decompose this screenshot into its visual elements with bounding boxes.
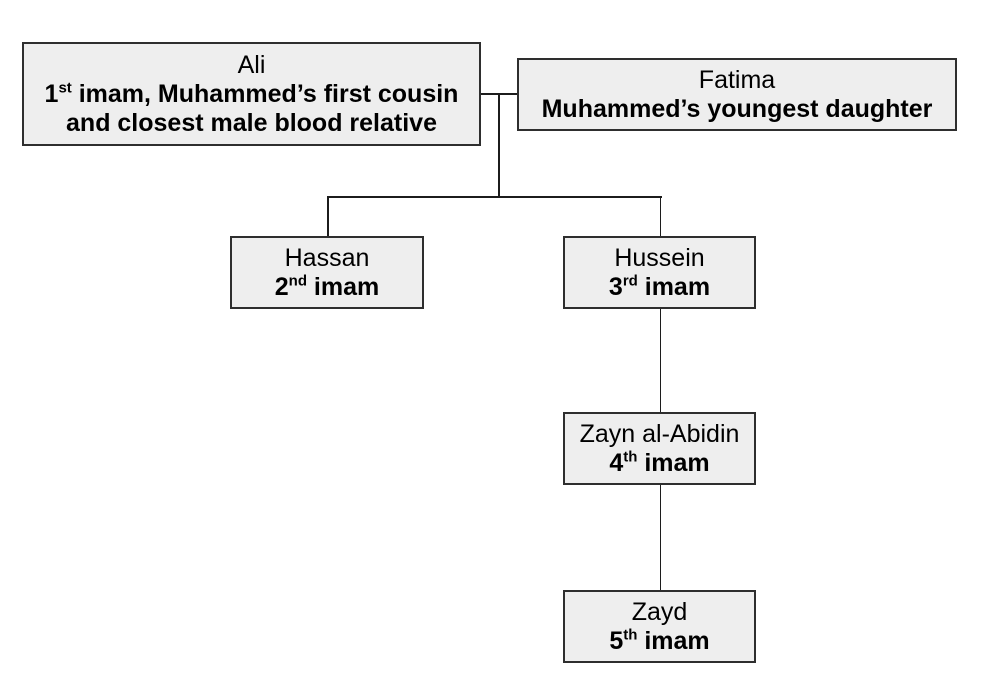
connector-marriage-drop	[498, 93, 500, 197]
role-text: imam	[637, 272, 711, 301]
role-text: imam	[637, 448, 710, 477]
ordinal: 4	[609, 448, 624, 477]
node-fatima: Fatima Muhammed’s youngest daughter	[517, 58, 957, 131]
person-role: 4th imam	[609, 449, 709, 478]
person-role: 2nd imam	[275, 273, 380, 302]
ordinal-suffix: th	[623, 626, 638, 644]
ordinal: 1	[44, 79, 59, 108]
person-name: Hassan	[284, 243, 370, 272]
person-name: Zayd	[631, 597, 688, 626]
ordinal: 2	[274, 272, 289, 301]
person-name: Zayn al-Abidin	[579, 419, 740, 448]
node-ali: Ali 1st imam, Muhammed’s first cousin an…	[22, 42, 481, 146]
person-role: 5th imam	[609, 627, 709, 656]
person-role: Muhammed’s youngest daughter	[542, 95, 933, 124]
ordinal-suffix: nd	[288, 272, 307, 290]
person-role: 1st imam, Muhammed’s first cousin	[45, 80, 459, 109]
person-name: Ali	[237, 50, 266, 79]
ordinal-suffix: th	[623, 448, 638, 466]
node-zayd: Zayd 5th imam	[563, 590, 756, 663]
person-role-line2: and closest male blood relative	[66, 108, 437, 137]
node-zayn-al-abidin: Zayn al-Abidin 4th imam	[563, 412, 756, 485]
person-name: Hussein	[614, 243, 705, 272]
person-name: Fatima	[698, 65, 776, 94]
role-text: imam	[306, 272, 380, 301]
connector-hussein-zayn	[659, 308, 661, 413]
role-text: imam, Muhammed’s first cousin	[71, 79, 459, 108]
ordinal: 3	[608, 272, 623, 301]
ordinal: 5	[609, 626, 624, 655]
node-hassan: Hassan 2nd imam	[230, 236, 424, 309]
ordinal-suffix: st	[58, 79, 72, 97]
connector-drop-hassan	[327, 196, 329, 236]
node-hussein: Hussein 3rd imam	[563, 236, 756, 309]
connector-children-rail	[327, 196, 662, 198]
connector-drop-hussein	[659, 196, 661, 236]
role-text: imam	[637, 626, 710, 655]
ordinal-suffix: rd	[622, 272, 638, 290]
person-role: 3rd imam	[609, 273, 710, 302]
connector-zayn-zayd	[659, 484, 661, 591]
role-text: Muhammed’s youngest daughter	[541, 94, 933, 123]
